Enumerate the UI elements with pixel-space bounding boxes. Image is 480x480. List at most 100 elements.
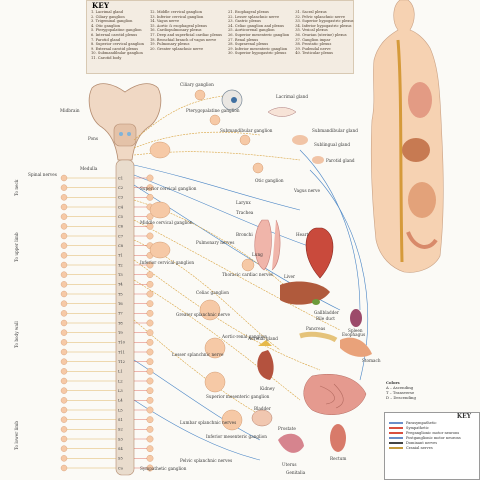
spinal-nerve-node bbox=[60, 397, 68, 404]
label-gallbladder: Gallbladder bbox=[314, 310, 339, 315]
key-item: 21. Esophageal plexus bbox=[228, 10, 269, 14]
key-item: 30. Superior hypogastric plexus bbox=[228, 51, 287, 56]
segment-label: T12 bbox=[118, 360, 125, 364]
kidney-icon bbox=[257, 350, 274, 380]
segment-label: C6 bbox=[118, 225, 124, 229]
key-item: 16. Cardiopulmonary plexus bbox=[150, 28, 202, 33]
spinal-nerve-node bbox=[60, 329, 68, 336]
segment-label: T6 bbox=[118, 302, 123, 306]
chain-ganglion bbox=[146, 358, 154, 366]
spinal-nerve-node bbox=[60, 184, 68, 191]
label-to-upper-limb: To upper limb bbox=[14, 232, 19, 262]
key-item: 20. Greater splanchnic nerve bbox=[150, 46, 204, 51]
spinal-nerve-node bbox=[60, 290, 68, 298]
spinal-segments: C1C2C3C4C5C6C7C8T1T2T3T4T5T6T7T8T9T10T11… bbox=[60, 174, 126, 472]
chain-ganglion bbox=[146, 329, 154, 337]
spinal-nerve-node bbox=[60, 464, 68, 472]
spinal-cord bbox=[115, 159, 135, 476]
key-item: 35. Vesical plexus bbox=[295, 28, 328, 33]
middle-cervical-ganglion bbox=[149, 201, 171, 219]
organs bbox=[221, 89, 372, 453]
key-item: 6. Internal carotid plexus bbox=[91, 32, 138, 37]
chain-ganglion bbox=[146, 435, 154, 443]
label-to-neck: To neck bbox=[14, 179, 19, 196]
chain-ganglion bbox=[146, 445, 154, 453]
segment-label: L4 bbox=[118, 399, 123, 403]
legend-swatch bbox=[389, 422, 403, 424]
spinal-nerve-node bbox=[60, 232, 68, 240]
rectum-icon bbox=[330, 424, 346, 452]
key-item: 17. Deep and superficial cardiac plexus bbox=[150, 32, 223, 37]
label-sympathetic-ganglion: Sympathetic ganglion bbox=[140, 466, 187, 471]
key-item: 37. Ganglion impar bbox=[295, 37, 331, 42]
legend-title: KEY bbox=[456, 413, 471, 420]
key-item: 5. Pterygopalatine ganglion bbox=[91, 28, 142, 33]
key-item: 28. Suprarenal plexus bbox=[228, 42, 269, 47]
spinal-nerve-node bbox=[60, 213, 68, 220]
label-inferior-cervical: Inferior cervical ganglion bbox=[140, 260, 194, 265]
spinal-nerve-node bbox=[60, 271, 68, 278]
label-kidney: Kidney bbox=[260, 386, 275, 391]
chain-ganglion bbox=[146, 309, 154, 317]
chain-ganglion bbox=[146, 425, 154, 433]
key-item: 25. Aorticorenal ganglion bbox=[228, 28, 275, 33]
ciliary-ganglion bbox=[194, 89, 206, 101]
chain-ganglion bbox=[146, 416, 154, 424]
label-spleen: Spleen bbox=[348, 328, 363, 333]
spinal-nerve-node bbox=[60, 416, 68, 423]
legend-swatch bbox=[389, 437, 403, 439]
superior-cervical-ganglion bbox=[149, 141, 171, 159]
key-title: KEY bbox=[92, 1, 110, 10]
label-vagus: Vagus nerve bbox=[293, 188, 321, 193]
label-spinal-nerves: Spinal nerves bbox=[28, 172, 57, 177]
segment-label: C3 bbox=[118, 196, 124, 200]
label-pelvic-splanchnic: Pelvic splanchnic nerves bbox=[180, 458, 232, 463]
spinal-nerve-node bbox=[60, 406, 68, 414]
chain-ganglion bbox=[146, 290, 154, 298]
segment-label: S1 bbox=[118, 418, 123, 422]
inferior-mesenteric-ganglion bbox=[221, 409, 243, 431]
spinal-nerve-node bbox=[60, 348, 68, 356]
legend-label: Parasympathetic bbox=[406, 421, 437, 425]
label-bronchi: Bronchi bbox=[236, 232, 253, 237]
spinal-nerve-node bbox=[60, 310, 68, 317]
parotid-gland-icon bbox=[312, 156, 324, 164]
spinal-nerve-node bbox=[60, 319, 68, 327]
otic-ganglion bbox=[252, 162, 264, 174]
label-liver: Liver bbox=[284, 274, 295, 279]
legend-row: Sympathetic bbox=[389, 426, 475, 430]
key-item: 8. Superior cervical ganglion bbox=[91, 42, 144, 47]
segment-label: T9 bbox=[118, 331, 123, 335]
label-midbrain: Midbrain bbox=[60, 108, 80, 113]
segment-label: C5 bbox=[118, 215, 124, 219]
colors-d: D – Descending bbox=[386, 395, 416, 400]
chain-ganglion bbox=[146, 300, 154, 308]
segment-label: T2 bbox=[118, 263, 123, 267]
label-adrenal: Adrenal gland bbox=[247, 336, 278, 341]
adrenal-gland-icon bbox=[258, 340, 272, 346]
label-otic: Otic ganglion bbox=[255, 178, 284, 183]
label-uterus: Uterus bbox=[282, 462, 297, 467]
spinal-nerve-node bbox=[60, 426, 68, 433]
chain-ganglion bbox=[146, 338, 154, 346]
uterus-icon bbox=[278, 433, 304, 453]
label-lung: Lung bbox=[252, 252, 263, 257]
stomach-icon bbox=[340, 337, 372, 357]
label-celiac: Celiac ganglion bbox=[196, 290, 229, 295]
label-lesser-splanchnic: Lesser splanchnic nerve bbox=[172, 352, 224, 357]
segment-label: S3 bbox=[118, 437, 123, 441]
label-rectum: Rectum bbox=[330, 456, 346, 461]
label-heart: Heart bbox=[296, 232, 309, 237]
segment-label: L1 bbox=[118, 370, 123, 374]
chain-ganglion bbox=[146, 280, 154, 288]
spinal-nerve-node bbox=[60, 339, 68, 346]
label-greater-splanchnic: Greater splanchnic nerve bbox=[176, 312, 230, 317]
legend-label: Preganglionic motor neurons bbox=[406, 431, 460, 435]
label-pterygopalatine: Pterygopalatine ganglion bbox=[186, 108, 240, 113]
key-item: 24. Celiac ganglion and plexus bbox=[228, 23, 284, 28]
legend-row: Dominant nerves bbox=[389, 441, 475, 445]
legend-label: Cranial nerves bbox=[406, 446, 433, 450]
chain-ganglion bbox=[146, 193, 154, 201]
